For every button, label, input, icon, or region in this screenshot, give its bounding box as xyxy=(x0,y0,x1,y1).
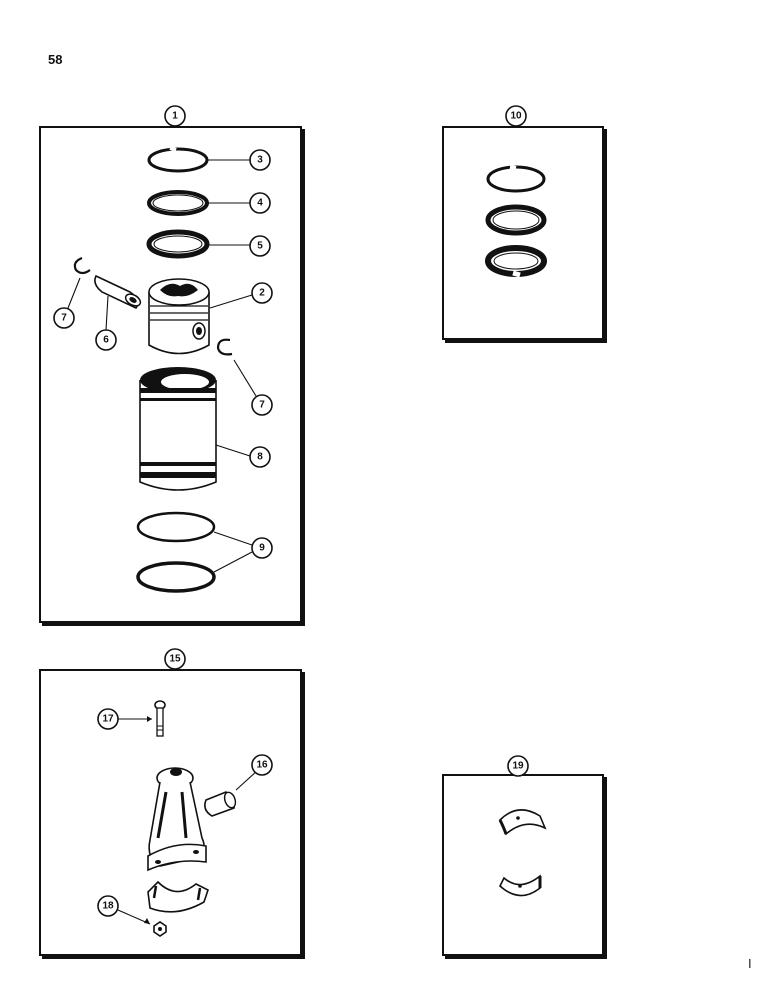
seal-rings-part xyxy=(136,511,216,593)
panel-ref-ring-set: 10 xyxy=(505,105,527,127)
page-number: 58 xyxy=(48,52,63,67)
ring-set-part xyxy=(485,165,547,278)
callout-seal-rings: 9 xyxy=(251,537,273,559)
bearing-upper-part xyxy=(498,809,547,836)
svg-text:8: 8 xyxy=(257,452,263,463)
ring-set-panel xyxy=(442,126,604,340)
svg-text:3: 3 xyxy=(257,155,263,166)
bushing-part xyxy=(204,791,237,817)
ring-top-part xyxy=(147,146,209,173)
svg-text:1: 1 xyxy=(172,111,178,122)
svg-text:7: 7 xyxy=(61,313,67,324)
callout-ring-top: 3 xyxy=(249,149,271,171)
rod-bolt-part xyxy=(154,700,166,737)
connecting-rod-part xyxy=(147,767,207,872)
ring-second-part xyxy=(147,190,209,216)
rod-cap-part xyxy=(147,880,209,913)
svg-text:7: 7 xyxy=(259,400,265,411)
callout-retainer-left: 7 xyxy=(53,307,75,329)
svg-text:9: 9 xyxy=(259,543,265,554)
callout-bushing: 16 xyxy=(251,754,273,776)
panel-ref-connecting-rod: 15 xyxy=(164,648,186,670)
svg-text:2: 2 xyxy=(259,288,265,299)
svg-text:10: 10 xyxy=(510,111,522,122)
bearing-lower-part xyxy=(499,874,542,897)
ring-oil-part xyxy=(146,229,210,259)
piston-pin-part xyxy=(94,274,142,310)
svg-text:17: 17 xyxy=(102,714,114,725)
rod-nut-part xyxy=(153,921,167,937)
callout-ring-second: 4 xyxy=(249,192,271,214)
svg-text:19: 19 xyxy=(512,761,524,772)
callout-ring-oil: 5 xyxy=(249,235,271,257)
callout-piston-pin: 6 xyxy=(95,329,117,351)
panel-ref-piston-kit: 1 xyxy=(164,105,186,127)
callout-piston: 2 xyxy=(251,282,273,304)
callout-rod-nut: 18 xyxy=(97,895,119,917)
svg-text:16: 16 xyxy=(256,760,268,771)
retainer-left-part xyxy=(73,256,91,275)
piston-part xyxy=(148,278,210,355)
svg-text:18: 18 xyxy=(102,901,114,912)
bearing-panel xyxy=(442,774,604,956)
margin-mark: I xyxy=(748,956,752,971)
callout-sleeve: 8 xyxy=(249,446,271,468)
retainer-right-part xyxy=(216,338,233,356)
callout-rod-bolt: 17 xyxy=(97,708,119,730)
svg-text:15: 15 xyxy=(169,654,181,665)
callout-retainer-right: 7 xyxy=(251,394,273,416)
sleeve-part xyxy=(139,367,217,491)
svg-text:4: 4 xyxy=(257,198,263,209)
svg-text:5: 5 xyxy=(257,241,263,252)
svg-text:6: 6 xyxy=(103,335,109,346)
panel-ref-bearing: 19 xyxy=(507,755,529,777)
